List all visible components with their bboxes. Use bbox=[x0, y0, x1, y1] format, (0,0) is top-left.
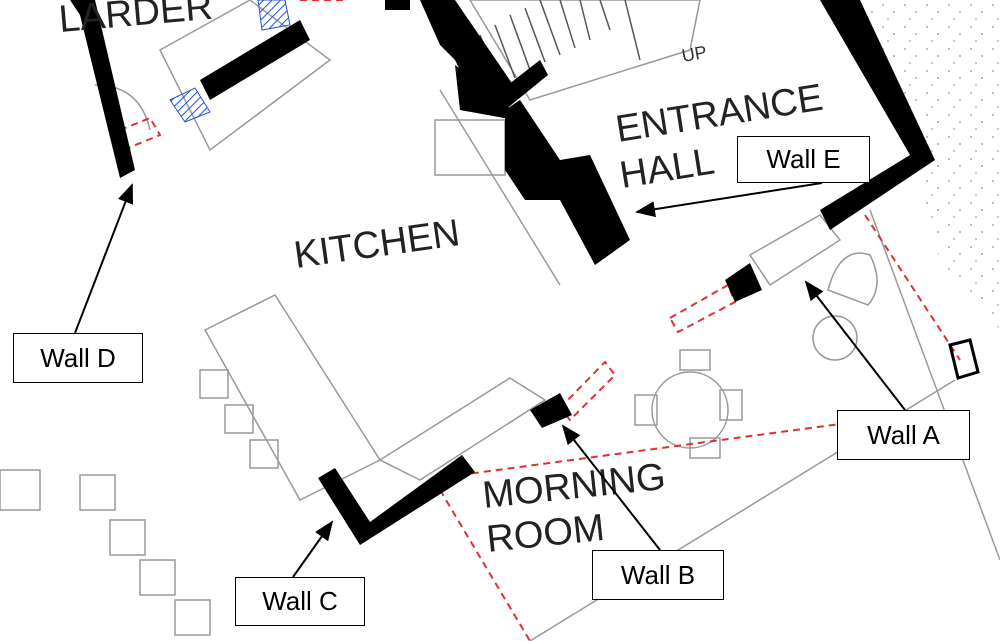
wall-c bbox=[318, 455, 475, 545]
wall-e bbox=[505, 100, 630, 265]
wall-d bbox=[70, 0, 135, 178]
callout-arrows bbox=[74, 182, 906, 578]
staircase bbox=[479, 0, 641, 86]
callout-wall-a: Wall A bbox=[837, 410, 970, 460]
wall-a bbox=[725, 263, 762, 302]
hatched-wall bbox=[169, 87, 211, 123]
arrow-wall-e bbox=[635, 182, 823, 218]
walls bbox=[70, 0, 980, 545]
wall-b bbox=[530, 393, 572, 428]
room-label-morning: MORNING bbox=[481, 456, 668, 517]
arrow-wall-a bbox=[804, 280, 906, 411]
stairs-up-label: UP bbox=[680, 42, 708, 66]
arrow-wall-c bbox=[292, 520, 334, 578]
room-label-larder: LARDER bbox=[57, 0, 214, 41]
callout-wall-d: Wall D bbox=[13, 333, 143, 383]
hatched-wall bbox=[257, 0, 291, 31]
callout-wall-e: Wall E bbox=[737, 136, 870, 183]
callout-wall-c: Wall C bbox=[235, 577, 365, 626]
room-label-hall: HALL bbox=[617, 141, 717, 197]
arrow-wall-d bbox=[74, 183, 133, 334]
callout-wall-b: Wall B bbox=[592, 550, 724, 600]
room-label-kitchen: KITCHEN bbox=[291, 212, 462, 277]
arrow-wall-b bbox=[561, 424, 661, 551]
